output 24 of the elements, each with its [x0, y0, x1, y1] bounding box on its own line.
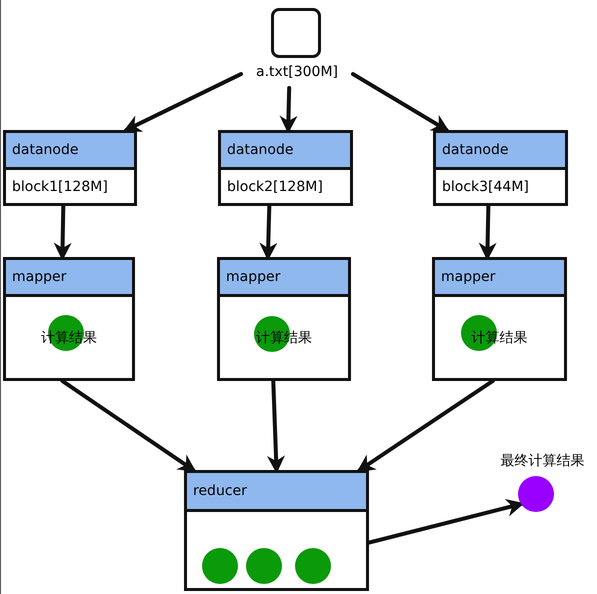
process-box	[433, 130, 568, 206]
process-box	[3, 257, 135, 381]
box-text: block1[128M]	[12, 178, 108, 194]
arrow	[60, 379, 196, 472]
process-box	[3, 130, 137, 206]
process-box	[217, 257, 351, 381]
arrow	[356, 379, 495, 472]
box-header: datanode	[436, 133, 565, 170]
box-header: mapper	[6, 260, 132, 297]
arrow	[123, 72, 243, 132]
arrow	[367, 498, 524, 545]
box-header: reducer	[187, 473, 366, 512]
box-header: mapper	[220, 260, 348, 297]
box-header: mapper	[435, 260, 564, 297]
box-header: datanode	[6, 133, 134, 170]
result-label: 最终计算结果	[500, 452, 586, 470]
arrow	[351, 72, 450, 132]
process-box	[432, 257, 567, 381]
box-header: datanode	[221, 133, 350, 170]
box-text: block2[128M]	[227, 178, 323, 194]
box-text: block3[44M]	[442, 178, 529, 194]
file-label: a.txt[300M]	[254, 64, 340, 80]
process-box	[184, 470, 369, 591]
process-box	[218, 130, 353, 206]
